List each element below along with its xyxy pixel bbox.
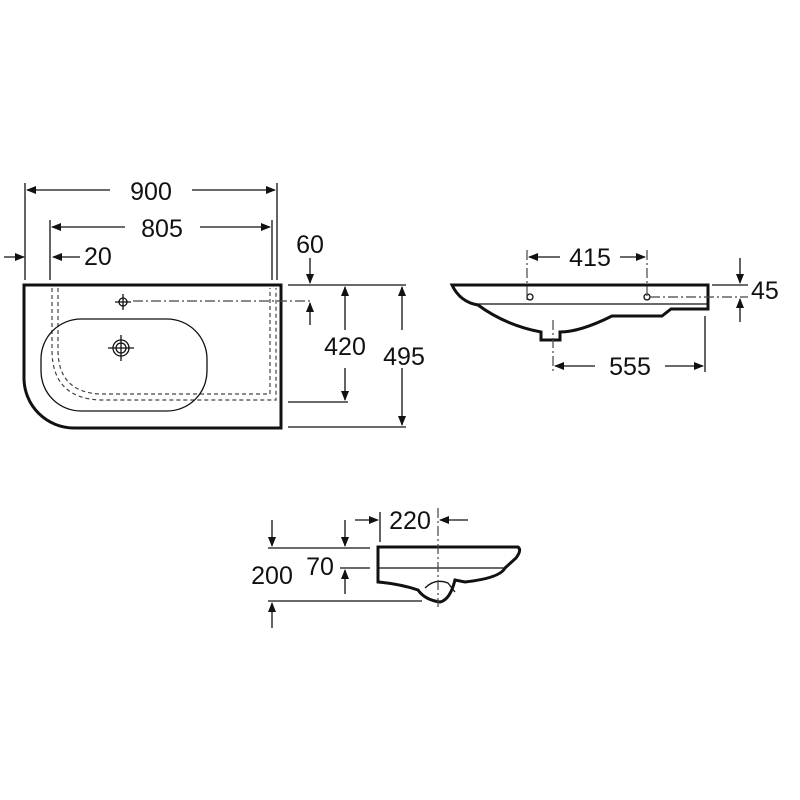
front-view: 415 45 555 xyxy=(449,244,779,381)
dim-rim-height: 45 xyxy=(751,277,779,305)
dim-depth-inner: 420 xyxy=(324,333,366,361)
dim-depth-overall: 495 xyxy=(383,343,425,371)
dim-width-inner: 805 xyxy=(141,215,183,243)
dim-total-height: 200 xyxy=(251,562,293,590)
dim-offset-left: 20 xyxy=(84,243,112,271)
drain-icon xyxy=(108,335,134,361)
inner-dashed-outline xyxy=(51,288,277,401)
front-profile xyxy=(449,283,710,342)
bowl-outline xyxy=(40,318,208,412)
dim-drain-to-edge: 555 xyxy=(609,353,651,381)
dim-tap-spacing: 415 xyxy=(569,244,611,272)
dim-width-overall: 900 xyxy=(130,178,172,206)
tap-hole-icon xyxy=(115,294,131,310)
basin-outline xyxy=(22,283,283,430)
dim-rim-depth: 70 xyxy=(306,553,334,581)
dim-tap-offset: 60 xyxy=(296,231,324,259)
side-profile xyxy=(376,545,522,604)
dim-drain-from-wall: 220 xyxy=(389,507,431,535)
side-view: 220 200 70 xyxy=(251,507,522,628)
top-view: 900 805 20 60 420 495 xyxy=(4,178,425,430)
